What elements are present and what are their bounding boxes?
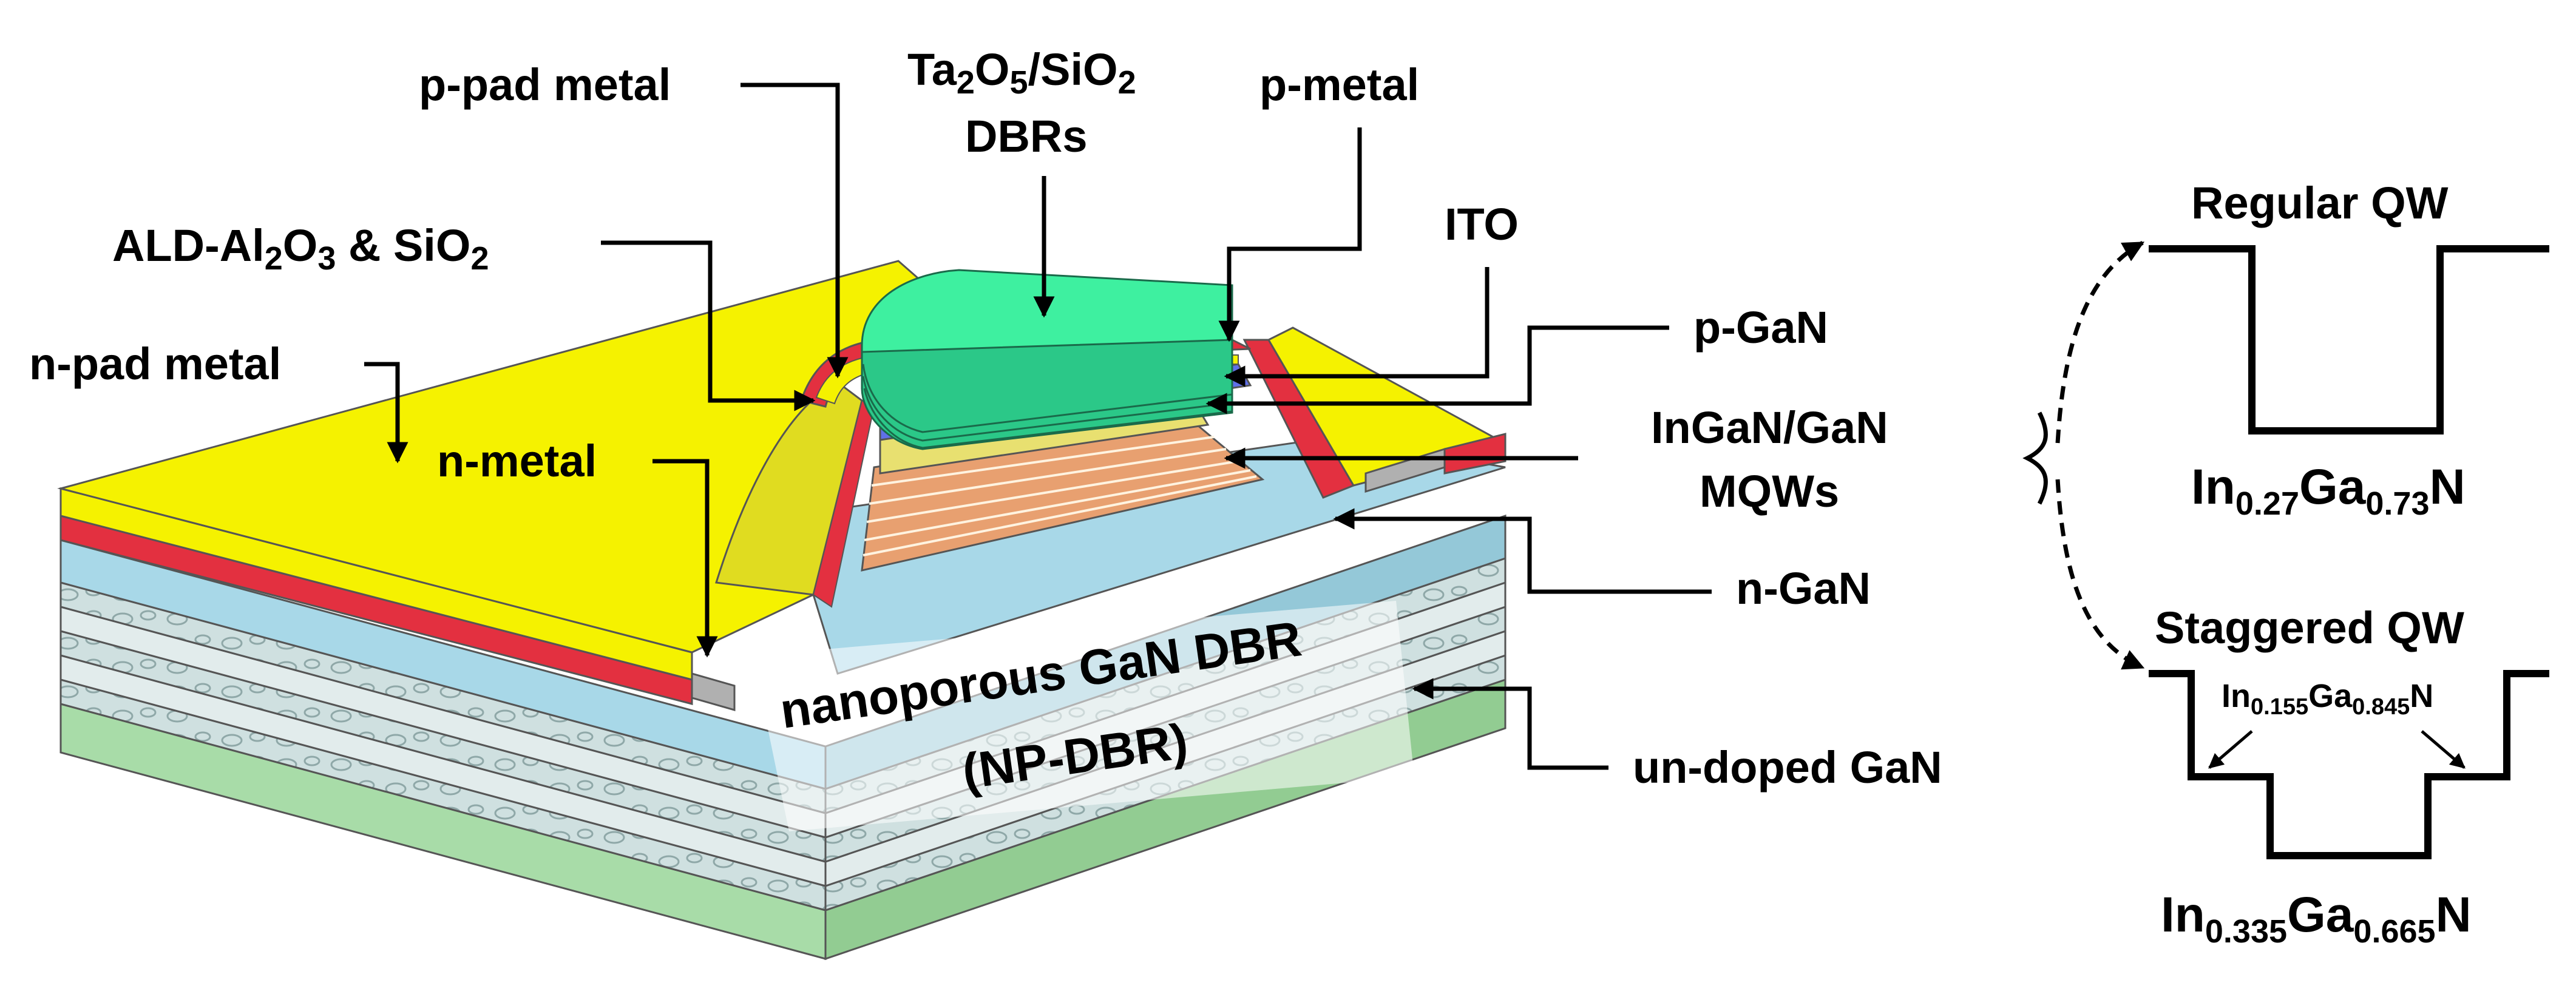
leader-ald-al2o3 <box>601 240 816 411</box>
dashed-arrow-up <box>2055 240 2145 444</box>
leader-n-metal <box>652 459 718 658</box>
leader-p-gan <box>1205 325 1669 414</box>
staggered-qw-profile <box>2149 670 2549 859</box>
label-n-pad-metal: n-pad metal <box>29 339 281 389</box>
regular-qw: Regular QW In0.27Ga0.73N <box>2149 178 2549 522</box>
staggered-qw: Staggered QW In0.155Ga0.845N In0.335Ga0.… <box>2149 603 2549 950</box>
np-dbr-label-bg <box>753 601 1414 831</box>
dashed-arrow-down <box>2055 479 2145 670</box>
regular-qw-composition: In0.27Ga0.73N <box>2191 459 2466 522</box>
staggered-qw-composition: In0.335Ga0.665N <box>2161 887 2472 950</box>
label-p-pad-metal: p-pad metal <box>419 59 671 110</box>
staggered-qw-title: Staggered QW <box>2155 603 2464 653</box>
label-dbrs: DBRs <box>965 111 1087 161</box>
label-n-metal: n-metal <box>437 436 597 486</box>
staggered-arrow-right <box>2421 730 2466 769</box>
device-block <box>57 260 1507 961</box>
label-undoped-gan: un-doped GaN <box>1633 742 1942 793</box>
leader-ito <box>1224 267 1490 387</box>
label-ito: ITO <box>1445 199 1519 249</box>
label-mqw-1: InGaN/GaN <box>1651 402 1888 453</box>
right-red-front <box>1443 433 1507 475</box>
label-mqw-2: MQWs <box>1700 466 1839 516</box>
curly-brace <box>2022 411 2048 505</box>
regular-qw-profile <box>2149 245 2549 434</box>
label-ta2o5-sio2: Ta2O5/SiO2 <box>907 44 1136 101</box>
label-p-metal: p-metal <box>1259 59 1419 110</box>
mqw-stripes <box>863 436 1257 556</box>
staggered-arrow-left <box>2208 730 2253 769</box>
leader-n-pad-metal <box>364 362 408 464</box>
leader-p-pad-metal <box>741 83 849 379</box>
regular-qw-title: Regular QW <box>2191 178 2449 228</box>
n-metal-gray <box>691 672 736 711</box>
dbr-top-surface <box>861 269 1233 353</box>
staggered-qw-inner-composition: In0.155Ga0.845N <box>2222 678 2433 720</box>
leader-n-gan <box>1333 508 1712 594</box>
leader-p-metal <box>1218 127 1362 342</box>
leader-undoped-gan <box>1412 678 1608 770</box>
label-p-gan: p-GaN <box>1693 302 1828 353</box>
label-n-gan: n-GaN <box>1736 563 1871 614</box>
label-ald-al2o3: ALD-Al2O3 & SiO2 <box>112 220 489 277</box>
qw-brace <box>2022 240 2145 670</box>
